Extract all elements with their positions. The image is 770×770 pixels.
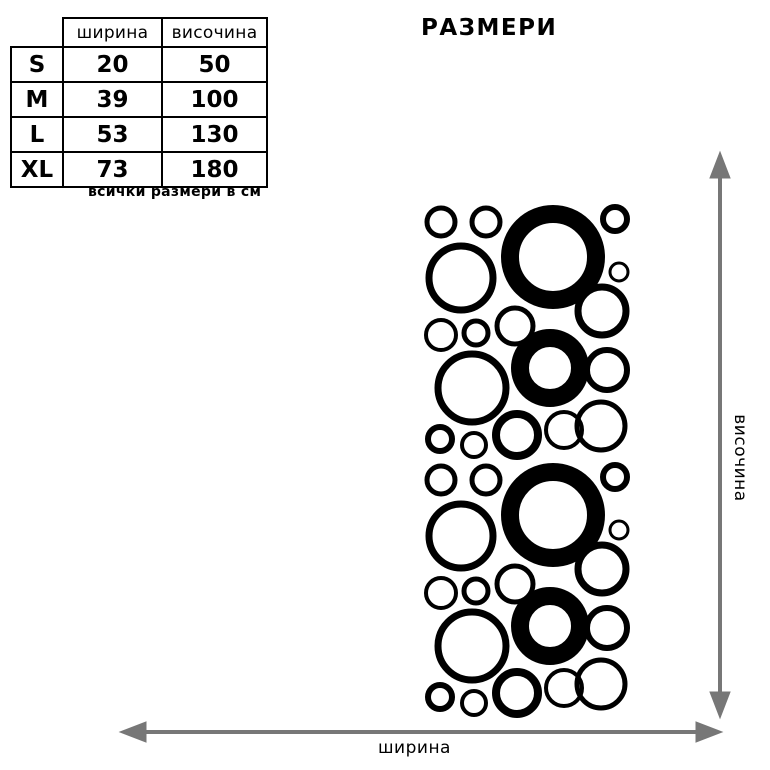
ring-shape [425,242,497,314]
page-title: РАЗМЕРИ [421,15,558,41]
ring-shape [608,519,630,541]
width-value: 39 [62,81,163,118]
ring-shape [574,541,630,597]
ring-shape [469,463,503,497]
width-value: 73 [62,151,163,188]
size-table: ширина височина S 20 50 M 39 100 L 53 13… [10,17,268,188]
size-label: L [10,116,64,153]
ring-shape [600,462,630,492]
height-arrow [709,150,731,720]
ring-shape [469,205,503,239]
ring-shape [425,500,497,572]
width-column-header: ширина [62,17,163,48]
ring-shape [574,283,630,339]
ring-shape [544,668,584,708]
ring-shape [460,689,488,717]
width-value: 53 [62,116,163,153]
ring-shape [425,424,455,454]
table-row: M 39 100 [10,81,268,118]
circle-pattern [424,204,630,718]
ring-shape [492,668,542,718]
table-corner-cell [11,18,64,48]
ring-shape [461,576,491,606]
ring-shape [434,608,510,684]
ring-shape [461,318,491,348]
height-column-header: височина [161,17,268,48]
height-value: 130 [161,116,268,153]
size-label: S [10,46,64,83]
size-label: M [10,81,64,118]
ring-shape [424,463,458,497]
ring-shape [494,563,536,605]
ring-shape [544,410,584,450]
width-arrow [118,721,724,743]
ring-shape [494,305,536,347]
ring-shape [425,682,455,712]
ring-shape [501,463,605,567]
ring-shape [460,431,488,459]
units-note: всички размери в см [88,184,262,200]
ring-shape [600,204,630,234]
table-row: S 20 50 [10,46,268,83]
width-dimension-label: ширина [378,738,451,758]
ring-shape [434,350,510,426]
ring-shape [608,261,630,283]
table-row: XL 73 180 [10,151,268,188]
table-row: L 53 130 [10,116,268,153]
ring-shape [574,657,628,711]
height-value: 180 [161,151,268,188]
ring-shape [584,347,630,393]
ring-shape [584,605,630,651]
ring-shape [511,329,589,407]
height-value: 100 [161,81,268,118]
ring-shape [511,587,589,665]
size-label: XL [10,151,64,188]
ring-shape [424,576,458,610]
height-value: 50 [161,46,268,83]
width-value: 20 [62,46,163,83]
ring-shape [501,205,605,309]
ring-shape [424,205,458,239]
ring-shape [492,410,542,460]
ring-shape [574,399,628,453]
height-dimension-label: височина [730,414,750,502]
ring-shape [424,318,458,352]
table-header-row: ширина височина [11,17,268,48]
